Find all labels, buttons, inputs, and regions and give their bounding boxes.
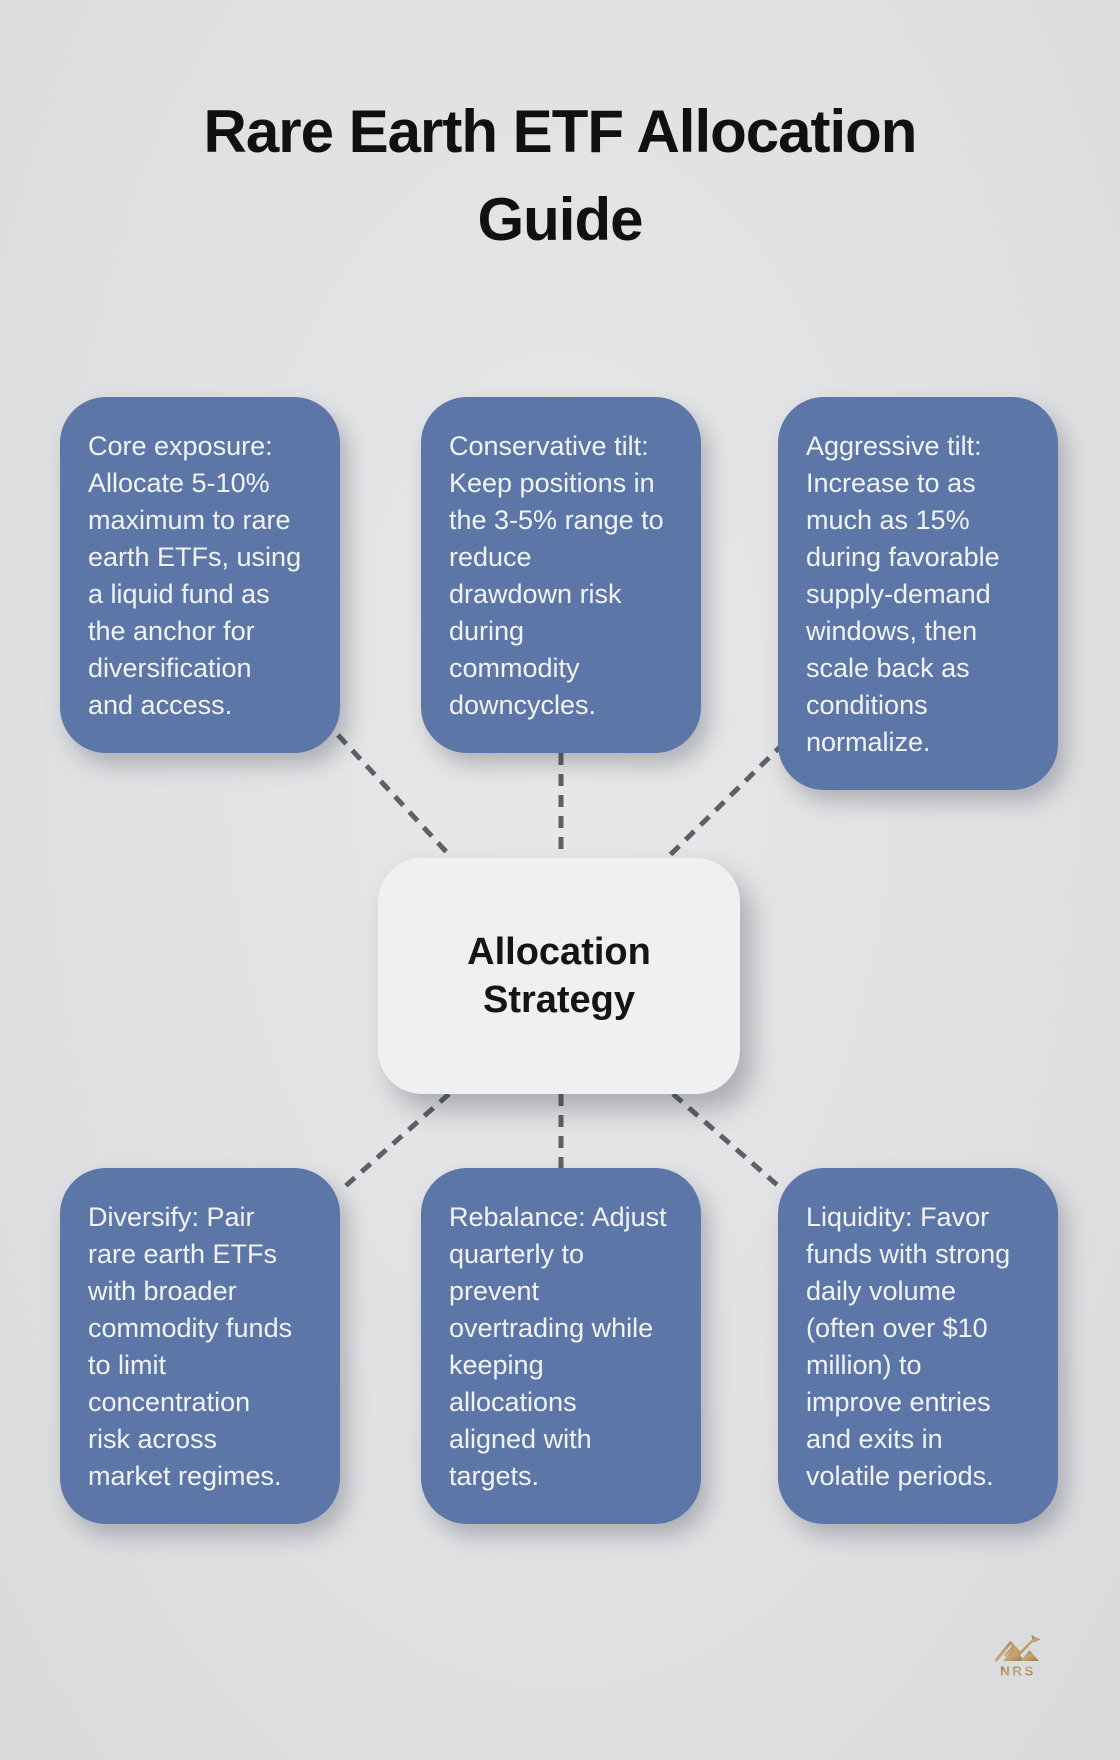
node-liquidity: Liquidity: Favor funds with strong daily… xyxy=(778,1168,1058,1524)
connector-core-exposure xyxy=(336,733,454,860)
node-diversify-text: Diversify: Pair rare earth ETFs with bro… xyxy=(88,1202,293,1491)
node-core-exposure: Core exposure: Allocate 5-10% maximum to… xyxy=(60,397,340,753)
node-rebalance: Rebalance: Adjust quarterly to prevent o… xyxy=(421,1168,701,1524)
node-liquidity-text: Liquidity: Favor funds with strong daily… xyxy=(806,1202,1011,1491)
connector-aggressive-tilt xyxy=(665,741,786,860)
node-core-exposure-text: Core exposure: Allocate 5-10% maximum to… xyxy=(88,431,302,720)
node-aggressive-tilt-text: Aggressive tilt: Increase to as much as … xyxy=(806,431,1000,757)
mountain-arrow-icon xyxy=(994,1635,1041,1662)
page-title: Rare Earth ETF Allocation Guide xyxy=(203,98,918,253)
nrs-logo-text: NRS xyxy=(1000,1664,1036,1678)
connector-liquidity xyxy=(671,1092,785,1192)
node-conservative-tilt: Conservative tilt: Keep positions in the… xyxy=(421,397,701,753)
center-node-label: Allocation Strategy xyxy=(467,931,651,1021)
node-diversify: Diversify: Pair rare earth ETFs with bro… xyxy=(60,1168,340,1524)
node-aggressive-tilt: Aggressive tilt: Increase to as much as … xyxy=(778,397,1058,790)
nrs-logo: NRS xyxy=(994,1635,1041,1678)
center-node: Allocation Strategy xyxy=(378,858,740,1094)
node-conservative-tilt-text: Conservative tilt: Keep positions in the… xyxy=(449,431,664,720)
connector-diversify xyxy=(339,1092,451,1192)
node-rebalance-text: Rebalance: Adjust quarterly to prevent o… xyxy=(449,1202,667,1491)
